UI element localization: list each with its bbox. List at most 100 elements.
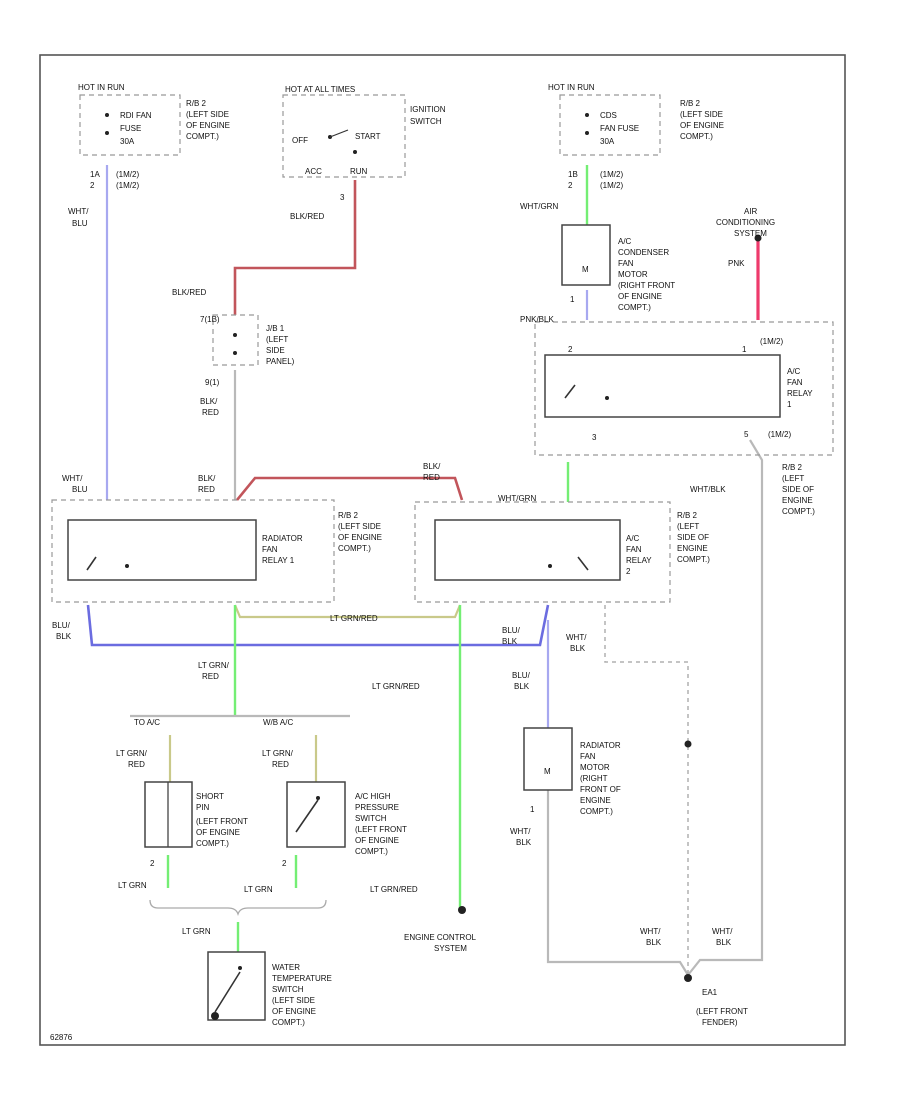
relay-label: FAN [262, 545, 278, 554]
wire-wht-blk-right [687, 439, 764, 976]
jb-dot [233, 351, 237, 355]
wire-label: BLK/RED [172, 288, 206, 297]
loc-label: OF ENGINE [186, 121, 230, 130]
ground-label: (LEFT FRONT [696, 1007, 748, 1016]
wire-label: LT GRN/ [198, 661, 230, 670]
wire-label: BLK [716, 938, 732, 947]
loc-label: (LEFT [677, 522, 699, 531]
conn-label: (1M/2) [768, 430, 791, 439]
water-temp-arm [214, 971, 241, 1013]
engine-control-terminal [458, 906, 466, 914]
wire-label: BLK/ [198, 474, 216, 483]
wire-label: BLU/ [502, 626, 521, 635]
hp-switch-label: PRESSURE [355, 803, 399, 812]
wire-label: LT GRN/ [116, 749, 148, 758]
wire-label: RED [128, 760, 145, 769]
motor-label: CONDENSER [618, 248, 669, 257]
ground-label: EA1 [702, 988, 718, 997]
pin-label: 1 [530, 805, 535, 814]
fuse-label: FUSE [120, 124, 141, 133]
hp-switch-box [286, 781, 346, 848]
switch-dot [316, 796, 320, 800]
water-temp-label: WATER [272, 963, 300, 972]
relay-label: 1 [787, 400, 792, 409]
wire-wht-blk-motor-gnd [546, 790, 689, 976]
split-label-left: TO A/C [134, 718, 160, 727]
wire-label: WHT/ [62, 474, 83, 483]
fuse-dot [585, 113, 589, 117]
motor-label: ENGINE [580, 796, 611, 805]
wire-blk-red-ign [233, 180, 357, 315]
pin-label: 1 [570, 295, 575, 304]
wire-label: BLK/ [200, 397, 218, 406]
loc-label: COMPT.) [680, 132, 713, 141]
hp-switch-label: (LEFT FRONT [355, 825, 407, 834]
wire-label: BLU/ [512, 671, 531, 680]
switch-dot [238, 966, 242, 970]
water-temp-ground [211, 1012, 219, 1020]
wire-label: BLU [72, 485, 88, 494]
relay-label: A/C [626, 534, 640, 543]
relay-label: A/C [787, 367, 801, 376]
wire-label: BLK [56, 632, 72, 641]
motor-label: MOTOR [618, 270, 648, 279]
wire-label: WHT/BLK [690, 485, 726, 494]
jb-dot [233, 333, 237, 337]
wire-label: BLK/ [423, 462, 441, 471]
pin-label: 2 [568, 181, 573, 190]
water-temp-label: TEMPERATURE [272, 974, 332, 983]
loc-label: (LEFT [782, 474, 804, 483]
relay-contact [577, 556, 589, 571]
loc-label: (LEFT SIDE [186, 110, 229, 119]
wire-label: BLK [502, 637, 518, 646]
hot-all-times: HOT AT ALL TIMES [285, 85, 355, 94]
loc-label: R/B 2 [338, 511, 359, 520]
jb1-label: PANEL) [266, 357, 295, 366]
wire-label: WHT/GRN [498, 494, 536, 503]
relay-label: RELAY [787, 389, 813, 398]
loc-label: OF ENGINE [338, 533, 382, 542]
wire-label: BLK [570, 644, 586, 653]
pin-label: 7(1B) [200, 315, 220, 324]
pin-label: 1B [568, 170, 578, 179]
wire-label: LT GRN [182, 927, 211, 936]
relay-label: RELAY 1 [262, 556, 295, 565]
motor-label: MOTOR [580, 763, 610, 772]
wire-label: PNK [728, 259, 745, 268]
ac-fan-relay1-box [534, 321, 834, 456]
brace [149, 899, 327, 917]
wire-label: PNK/BLK [520, 315, 554, 324]
conn-label: (1M/2) [116, 170, 139, 179]
relay-contact [564, 384, 576, 399]
ac-system-label: AIR [744, 207, 758, 216]
loc-label: R/B 2 [186, 99, 207, 108]
fuse-dot [585, 131, 589, 135]
water-temp-label: SWITCH [272, 985, 304, 994]
short-pin-label: OF ENGINE [196, 828, 240, 837]
ground-ea1-dot [684, 974, 692, 982]
wire-label: RED [198, 485, 215, 494]
loc-label: (LEFT SIDE [680, 110, 723, 119]
wire-label: BLU [72, 219, 88, 228]
jb1-box [212, 314, 259, 366]
loc-label: COMPT.) [186, 132, 219, 141]
pin-label: 1 [742, 345, 747, 354]
pin-label: 9(1) [205, 378, 220, 387]
motor-label: A/C [618, 237, 632, 246]
hp-switch-label: A/C HIGH [355, 792, 391, 801]
motor-label: FRONT OF [580, 785, 621, 794]
ground-label: FENDER) [702, 1018, 738, 1027]
loc-label: COMPT.) [782, 507, 815, 516]
water-temp-label: OF ENGINE [272, 1007, 316, 1016]
wire-blk-red-relay2 [235, 476, 464, 501]
short-pin-label: (LEFT FRONT [196, 817, 248, 826]
diagram-frame [39, 54, 846, 1046]
conn-label: (1M/2) [116, 181, 139, 190]
wire-label: BLU/ [52, 621, 71, 630]
rad-fan-motor-box [523, 727, 573, 791]
fuse-box-left [79, 94, 181, 156]
motor-symbol: M [582, 265, 589, 274]
relay-label: RELAY [626, 556, 652, 565]
rad-fan-relay1-box [51, 499, 335, 603]
